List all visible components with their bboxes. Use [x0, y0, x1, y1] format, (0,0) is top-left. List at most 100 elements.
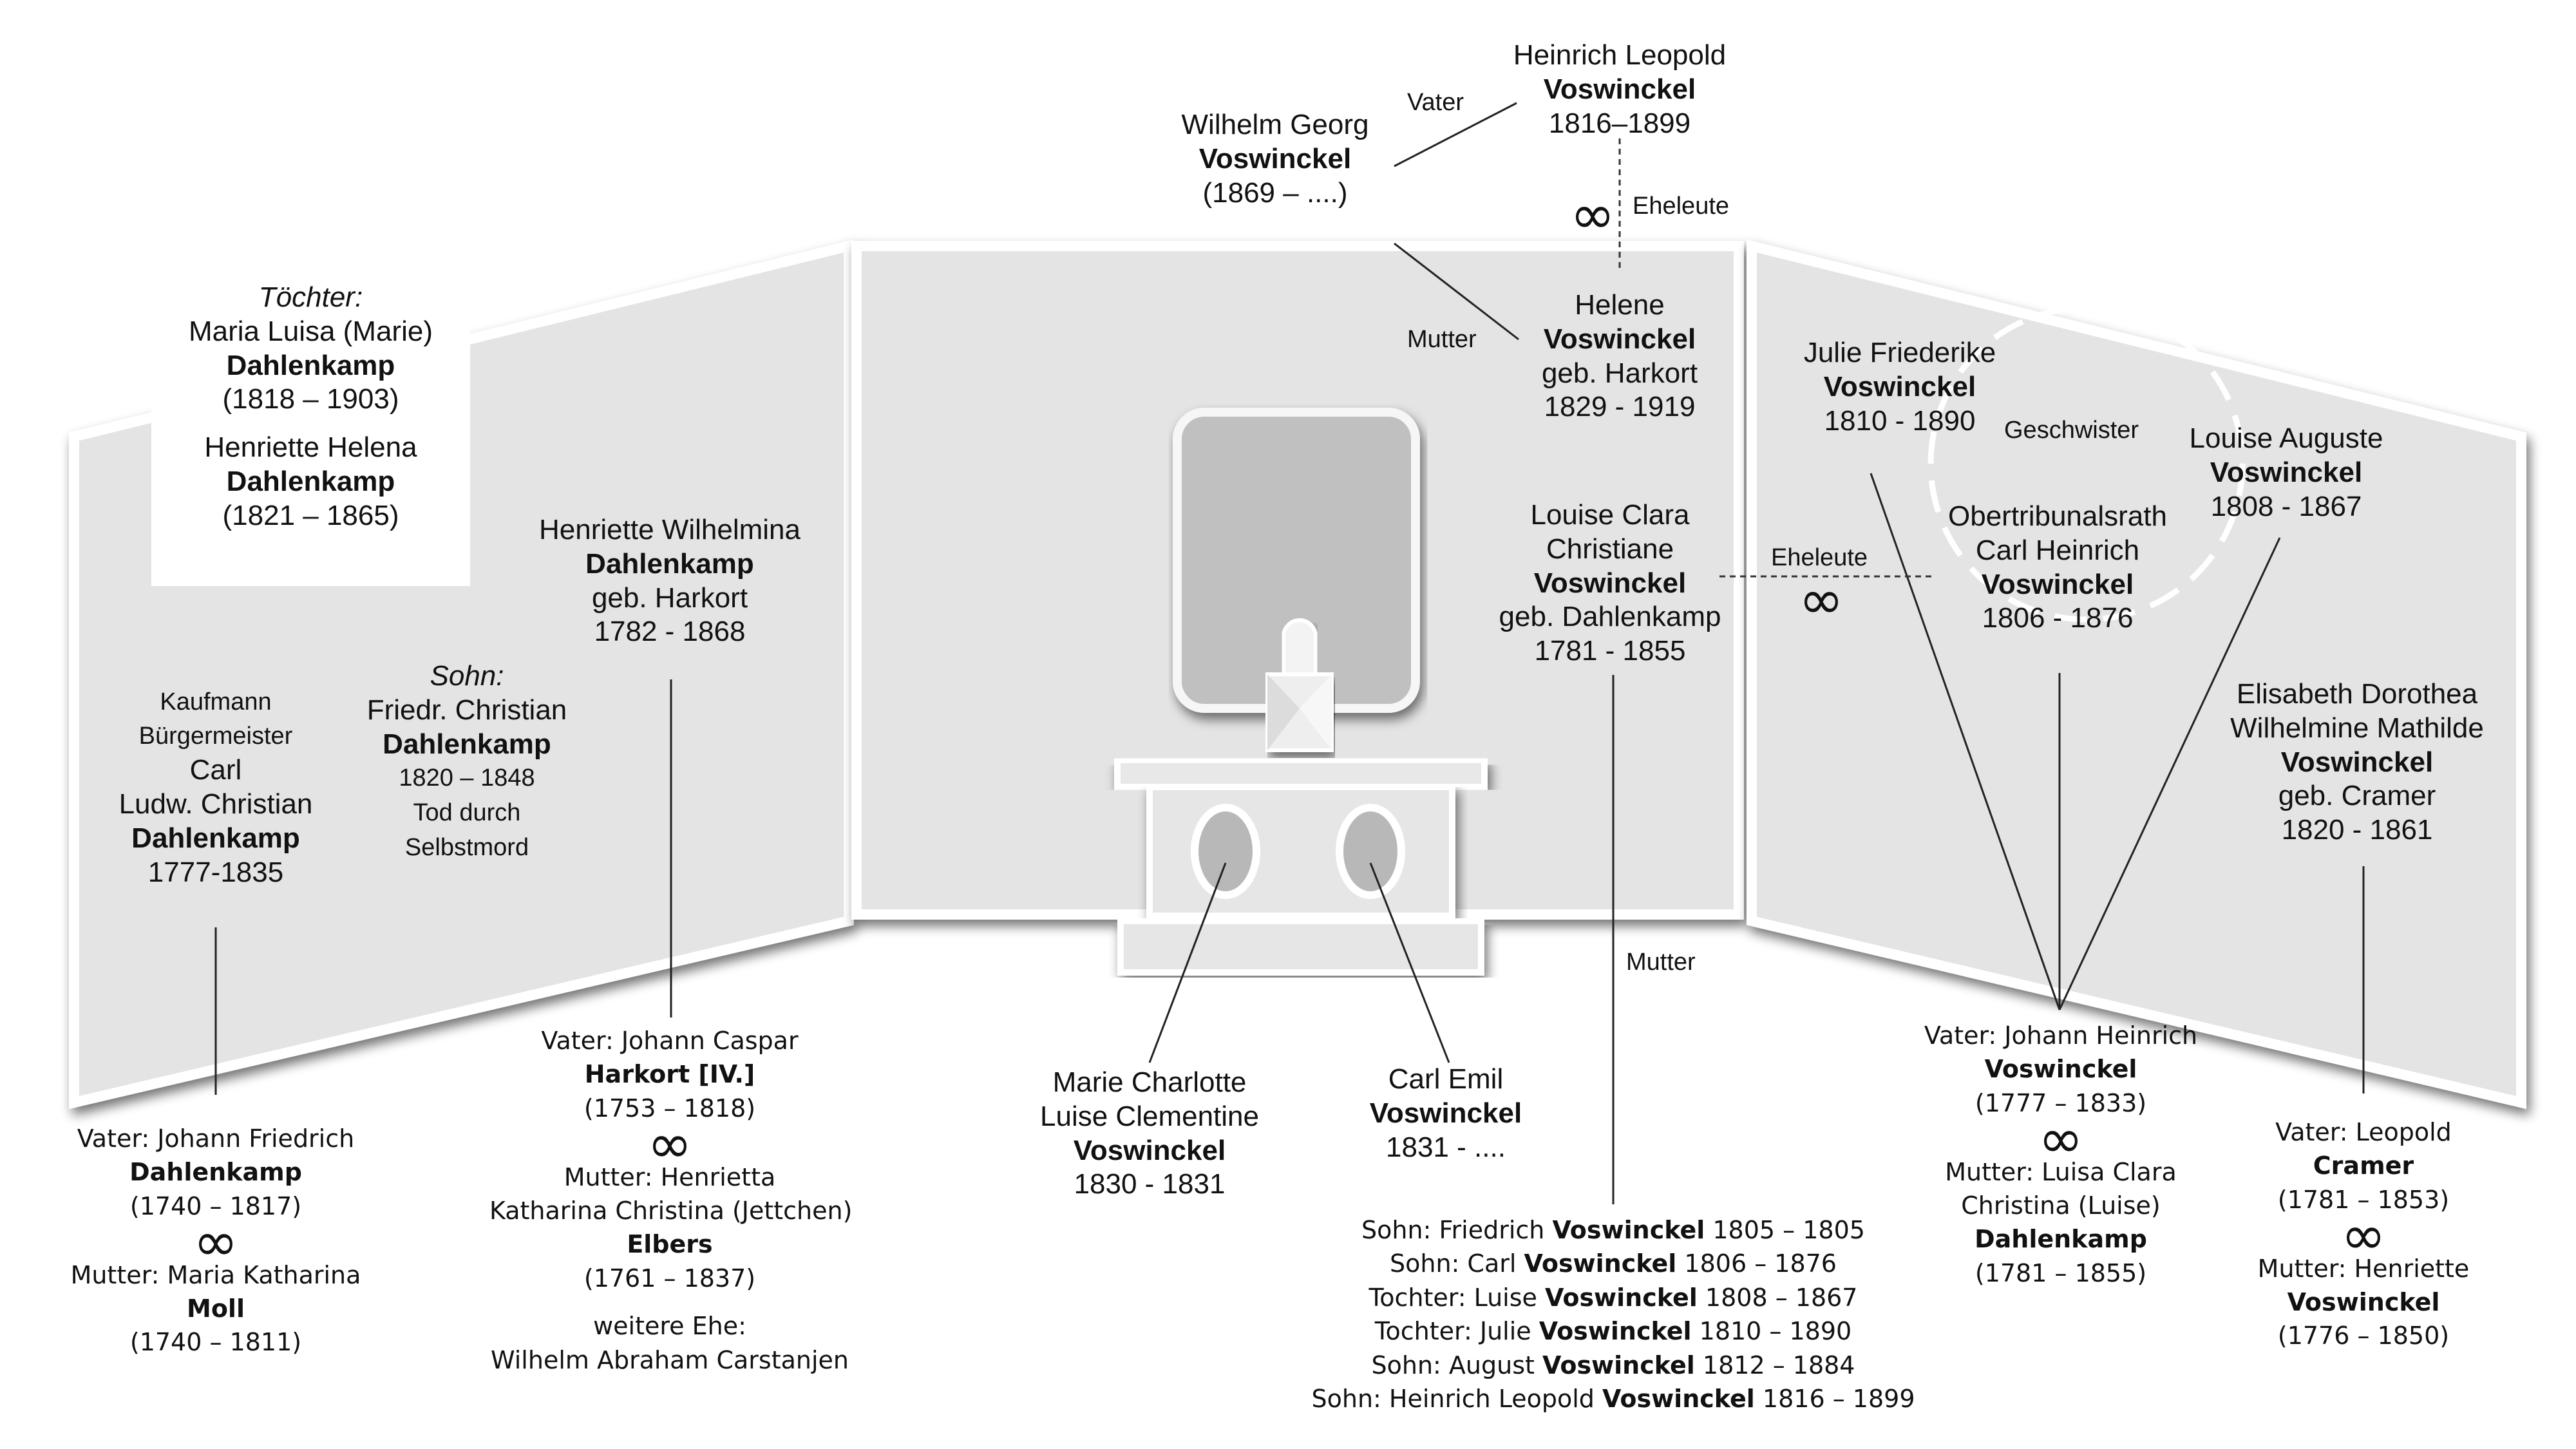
wilhelm-georg-block: Wilhelm Georg Voswinckel (1869 – ....)	[1140, 108, 1410, 210]
mother-name: Christina (Luise)	[1961, 1191, 2161, 1220]
relation-mutter: Mutter	[1407, 326, 1477, 353]
father-dates: (1777 – 1833)	[1975, 1088, 2147, 1117]
person-given: Carl	[189, 754, 242, 786]
person-surname: Dahlenkamp	[585, 547, 754, 580]
louise-auguste-block: Louise Auguste Voswinckel 1808 - 1867	[2177, 422, 2396, 524]
person-dates: 1831 - ....	[1386, 1131, 1506, 1163]
list-item: Sohn: August Voswinckel 1812 – 1884	[1371, 1350, 1855, 1379]
person-title: Kaufmann	[160, 688, 272, 715]
person-dates: 1816–1899	[1548, 107, 1691, 139]
right-panel	[1747, 239, 2526, 1110]
daughter2-name: Henriette Helena	[204, 431, 417, 464]
list-item: Tochter: Julie Voswinckel 1810 – 1890	[1374, 1317, 1852, 1346]
person-birthname: geb. Harkort	[1541, 357, 1698, 389]
person-surname: Voswinckel	[1198, 142, 1352, 175]
person-note: Selbstmord	[404, 834, 529, 862]
mother-name: Mutter: Henrietta	[564, 1162, 776, 1191]
person-note: Tod durch	[413, 799, 521, 827]
relation-vater: Vater	[1407, 89, 1464, 116]
person-given: Helene	[1575, 289, 1665, 321]
line-carlemil-medallion	[1369, 862, 1450, 1063]
marriage-symbol: ∞	[2341, 1204, 2386, 1267]
carl-block: Kaufmann Bürgermeister Carl Ludw. Christ…	[90, 685, 341, 890]
person-dates: (1869 – ....)	[1202, 176, 1348, 209]
person-given: Carl Emil	[1388, 1063, 1504, 1095]
elisabeth-block: Elisabeth Dorothea Wilhelmine Mathilde V…	[2209, 677, 2505, 848]
heinrich-leopold-block: Heinrich Leopold Voswinckel 1816–1899	[1481, 39, 1758, 140]
marriage-symbol: ∞	[647, 1112, 692, 1176]
father-name: Vater: Leopold	[2275, 1118, 2452, 1146]
mother-name: Mutter: Maria Katharina	[70, 1260, 361, 1289]
marriage-symbol-top: ∞	[1570, 183, 1615, 246]
daughter1-surname: Dahlenkamp	[226, 349, 395, 381]
further-marriage-name: Wilhelm Abraham Carstanjen	[491, 1345, 849, 1374]
father-surname: Voswinckel	[1984, 1055, 2137, 1084]
person-dates: 1820 - 1861	[2281, 814, 2433, 846]
person-given: Elisabeth Dorothea	[2236, 678, 2478, 710]
son-block: Sohn: Friedr. Christian Dahlenkamp 1820 …	[348, 659, 586, 866]
carl-heinrich-block: Obertribunalsrath Carl Heinrich Voswinck…	[1932, 500, 2183, 636]
medallion-right	[1336, 804, 1405, 899]
person-birthname: geb. Cramer	[2278, 780, 2436, 812]
person-surname: Voswinckel	[2210, 456, 2363, 488]
relation-geschwister: Geschwister	[2004, 417, 2139, 444]
line-marie-medallion	[1148, 862, 1227, 1063]
person-surname: Voswinckel	[1543, 323, 1696, 355]
father-dates: (1740 – 1817)	[129, 1191, 302, 1220]
relation-mutter-lower: Mutter	[1626, 949, 1696, 976]
mother-surname: Dahlenkamp	[1975, 1225, 2147, 1254]
mother-surname: Elbers	[627, 1230, 713, 1259]
person-given: Wilhelm Georg	[1181, 109, 1369, 140]
person-dates: 1781 - 1855	[1534, 635, 1686, 667]
person-dates: 1806 - 1876	[1982, 602, 2134, 634]
carl-emil-block: Carl Emil Voswinckel 1831 - ....	[1340, 1063, 1552, 1164]
altar-base	[1117, 918, 1484, 976]
person-surname: Voswinckel	[1543, 73, 1696, 105]
person-given: Friedr. Christian	[366, 694, 567, 726]
siblings-circle	[1927, 305, 2246, 623]
mother-surname: Moll	[187, 1294, 245, 1323]
person-given: Carl Heinrich	[1975, 534, 2140, 566]
mother-dates: (1776 – 1850)	[2277, 1321, 2450, 1350]
children-list: Sohn: Friedrich Voswinckel 1805 – 1805 S…	[1307, 1213, 1919, 1416]
person-given: Christiane	[1546, 533, 1674, 565]
person-surname: Voswinckel	[2280, 746, 2434, 778]
daughter2-surname: Dahlenkamp	[226, 465, 395, 497]
daughter1-dates: (1818 – 1903)	[222, 383, 399, 415]
daughter2-dates: (1821 – 1865)	[222, 499, 399, 531]
marriage-symbol: ∞	[2038, 1107, 2083, 1171]
list-item: Sohn: Friedrich Voswinckel 1805 – 1805	[1361, 1216, 1865, 1244]
person-surname: Voswinckel	[1073, 1134, 1226, 1166]
person-dates: 1782 - 1868	[594, 616, 746, 648]
person-dates: 1830 - 1831	[1074, 1168, 1226, 1200]
relation-eheleute-top: Eheleute	[1633, 193, 1730, 220]
carl-parents-block: Vater: Johann Friedrich Dahlenkamp (1740…	[55, 1122, 377, 1359]
further-marriage-label: weitere Ehe:	[593, 1312, 746, 1341]
person-given: Heinrich Leopold	[1513, 39, 1727, 71]
list-item: Tochter: Luise Voswinckel 1808 – 1867	[1368, 1283, 1858, 1312]
list-item: Sohn: Heinrich Leopold Voswinckel 1816 –…	[1311, 1385, 1915, 1414]
person-dates: 1829 - 1919	[1544, 391, 1696, 423]
mother-surname: Voswinckel	[2287, 1287, 2440, 1316]
marie-charlotte-block: Marie Charlotte Luise Clementine Voswinc…	[1018, 1066, 1282, 1202]
person-dates: 1777-1835	[147, 856, 284, 888]
person-given: Ludw. Christian	[118, 788, 313, 820]
siblings-parents-block: Vater: Johann Heinrich Voswinckel (1777 …	[1887, 1019, 2235, 1290]
person-dates: 1820 – 1848	[399, 764, 535, 792]
daughters-box	[151, 276, 470, 586]
daughters-heading: Töchter:	[258, 281, 363, 313]
daughters-block: Töchter: Maria Luisa (Marie) Dahlenkamp …	[151, 281, 470, 533]
father-dates: (1781 – 1853)	[2277, 1185, 2450, 1214]
medallion-left	[1191, 804, 1260, 899]
person-given: Louise Clara	[1530, 499, 1690, 531]
henriette-wilhelmina-block: Henriette Wilhelmina Dahlenkamp geb. Har…	[509, 513, 831, 649]
son-heading: Sohn:	[430, 660, 504, 692]
person-birthname: geb. Harkort	[591, 582, 748, 614]
marriage-symbol-mid: ∞	[1799, 568, 1844, 631]
father-name: Vater: Johann Friedrich	[77, 1124, 355, 1153]
person-surname: Dahlenkamp	[131, 822, 300, 854]
line-mutter	[1394, 242, 1519, 341]
henriette-parents-block: Vater: Johann Caspar Harkort [IV.] (1753…	[489, 1024, 852, 1377]
